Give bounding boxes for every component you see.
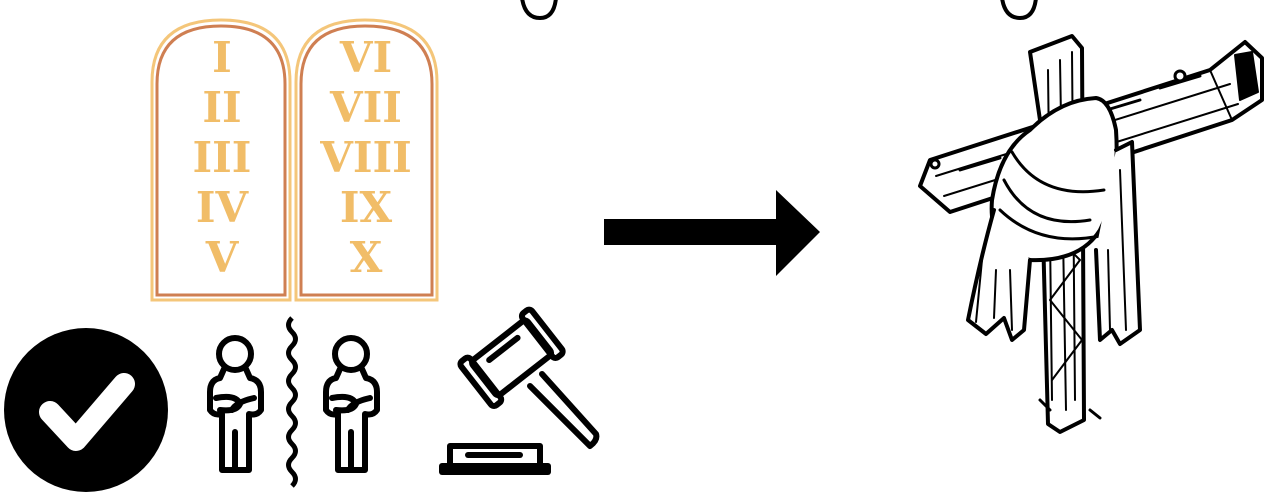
tablet-numeral: V — [205, 233, 240, 282]
tablet-numeral: IX — [340, 183, 393, 232]
tablet-numeral: IV — [196, 183, 250, 232]
divide-line-icon — [289, 318, 296, 486]
cropped-heading-fragments — [522, 0, 1036, 18]
arrow-right-icon — [604, 190, 820, 276]
person-icon — [210, 338, 261, 470]
tablet-numeral: VII — [329, 83, 402, 132]
cross-with-cloth-icon — [920, 36, 1262, 432]
person-icon — [326, 338, 377, 470]
tablet-numeral: X — [350, 233, 383, 282]
tablet-numeral: VIII — [319, 133, 412, 182]
tablet-numeral: II — [202, 83, 241, 132]
tablet-numeral: I — [212, 33, 232, 82]
tablet-numeral: III — [193, 133, 252, 182]
tablet-numeral: VI — [339, 33, 392, 82]
check-circle-icon — [4, 328, 168, 492]
gavel-icon — [442, 308, 596, 472]
